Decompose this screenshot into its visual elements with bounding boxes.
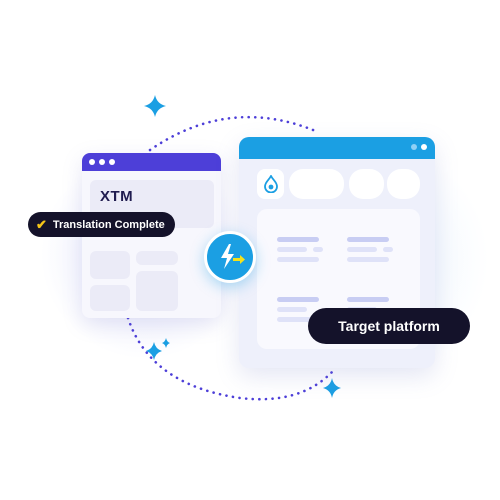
dotted-orbit-path: [126, 115, 334, 401]
sparkle-icon: [146, 342, 162, 360]
text-line: [277, 237, 319, 242]
window-dot-icon: [109, 159, 115, 165]
target-platform-label: Target platform: [338, 318, 440, 334]
window-dot-icon: [99, 159, 105, 165]
logo-card: XTM: [90, 180, 214, 228]
lightning-connector: [204, 231, 256, 283]
text-line: [277, 257, 319, 262]
window-dot-icon: [421, 144, 427, 150]
status-badge-label: Translation Complete: [52, 218, 165, 231]
source-window: XTM: [82, 153, 221, 318]
target-platform-badge: Target platform: [308, 308, 470, 344]
placeholder-block: [90, 251, 130, 279]
xtm-logo: XTM: [100, 188, 134, 205]
text-line: [277, 297, 319, 302]
text-line: [347, 257, 389, 262]
checkmark-icon: ✔: [36, 217, 47, 232]
sparkle-icon: [144, 95, 166, 117]
drupal-drop-icon: [263, 175, 278, 193]
text-line: [277, 307, 307, 312]
text-line: [277, 247, 307, 252]
text-line: [347, 297, 389, 302]
placeholder-block: [136, 251, 178, 265]
placeholder-block: [136, 271, 178, 311]
placeholder-block: [349, 169, 384, 199]
status-badge: ✔ Translation Complete: [28, 212, 175, 237]
text-line: [347, 237, 389, 242]
text-line: [347, 247, 377, 252]
window-titlebar: [239, 137, 435, 159]
text-line: [383, 247, 393, 252]
placeholder-block: [90, 285, 130, 311]
window-titlebar: [82, 153, 221, 171]
text-line: [277, 317, 319, 322]
placeholder-block: [387, 169, 420, 199]
platform-logo-tile: [257, 169, 284, 199]
lightning-arrow-icon: [221, 244, 245, 269]
window-dot-icon: [89, 159, 95, 165]
placeholder-block: [289, 169, 344, 199]
window-dot-icon: [411, 144, 417, 150]
text-line: [313, 247, 323, 252]
sparkle-icon: [323, 378, 341, 398]
sparkle-icon: [162, 338, 170, 348]
